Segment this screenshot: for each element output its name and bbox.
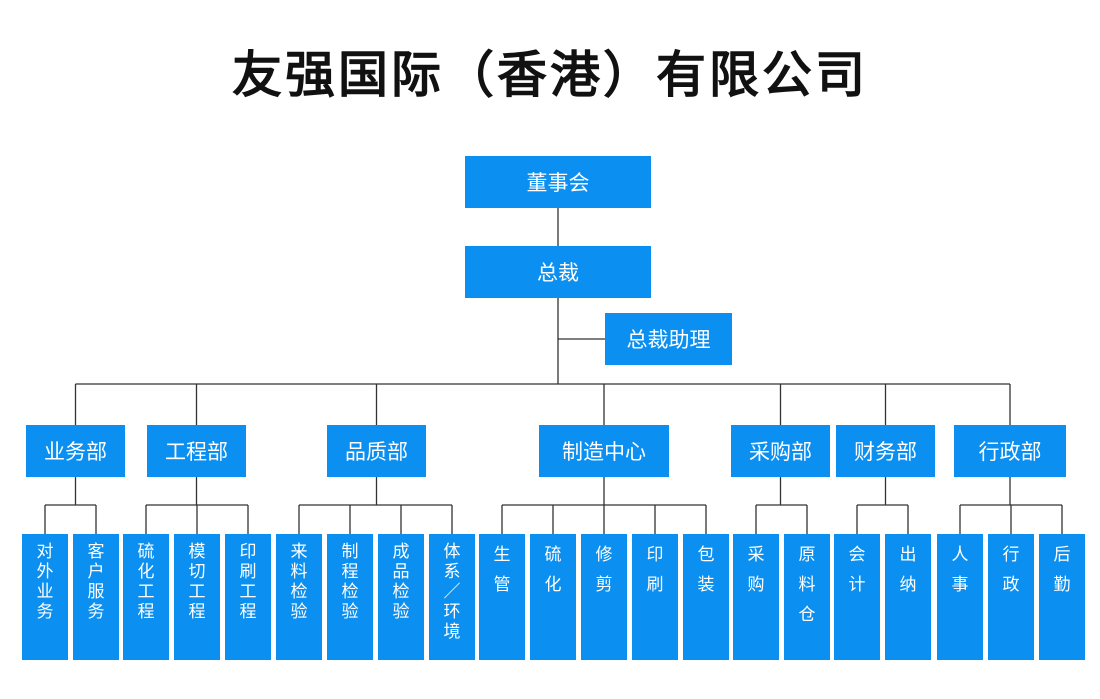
unit-char: 程 — [137, 602, 155, 622]
president-box: 总裁 — [465, 246, 651, 298]
unit-char: 料 — [290, 562, 308, 582]
unit-box: 后勤 — [1039, 534, 1085, 660]
unit-char: 务 — [36, 602, 54, 622]
unit-char: 检 — [290, 582, 308, 602]
unit-box: 对外业务 — [22, 534, 68, 660]
unit-box: 采购 — [733, 534, 779, 660]
unit-char: 生 — [493, 545, 511, 565]
unit-char: 印 — [646, 545, 664, 565]
unit-char: 务 — [87, 602, 105, 622]
unit-box: 客户服务 — [73, 534, 119, 660]
unit-char: 行 — [1002, 545, 1020, 565]
unit-char: 勤 — [1053, 575, 1071, 595]
department-box: 行政部 — [954, 425, 1066, 477]
unit-char: 仓 — [798, 605, 816, 625]
unit-box: 修剪 — [581, 534, 627, 660]
unit-box: 体系／环境 — [429, 534, 475, 660]
unit-box: 成品检验 — [378, 534, 424, 660]
unit-box: 包装 — [683, 534, 729, 660]
unit-box: 生管 — [479, 534, 525, 660]
unit-char: 检 — [341, 582, 359, 602]
unit-char: 印 — [239, 542, 257, 562]
unit-char: 检 — [392, 582, 410, 602]
department-box: 工程部 — [147, 425, 246, 477]
unit-char: 验 — [392, 602, 410, 622]
unit-char: 修 — [595, 545, 613, 565]
unit-char: 客 — [87, 542, 105, 562]
unit-box: 出纳 — [885, 534, 931, 660]
department-box: 采购部 — [731, 425, 830, 477]
unit-char: 工 — [137, 582, 155, 602]
department-box: 制造中心 — [539, 425, 669, 477]
unit-char: 后 — [1053, 545, 1071, 565]
unit-char: 硫 — [544, 545, 562, 565]
unit-char: 对 — [36, 542, 54, 562]
unit-box: 制程检验 — [327, 534, 373, 660]
unit-char: 采 — [747, 545, 765, 565]
unit-char: ／ — [443, 582, 461, 602]
unit-char: 程 — [341, 562, 359, 582]
unit-char: 刷 — [239, 562, 257, 582]
unit-char: 管 — [493, 575, 511, 595]
unit-char: 化 — [137, 562, 155, 582]
department-box: 品质部 — [327, 425, 426, 477]
unit-char: 刷 — [646, 575, 664, 595]
unit-char: 验 — [341, 602, 359, 622]
unit-char: 服 — [87, 582, 105, 602]
unit-box: 原料仓 — [784, 534, 830, 660]
unit-char: 外 — [36, 562, 54, 582]
department-box: 财务部 — [836, 425, 935, 477]
unit-char: 会 — [848, 545, 866, 565]
board-box: 董事会 — [465, 156, 651, 208]
unit-box: 模切工程 — [174, 534, 220, 660]
unit-char: 计 — [848, 575, 866, 595]
unit-box: 人事 — [937, 534, 983, 660]
unit-char: 出 — [899, 545, 917, 565]
unit-char: 验 — [290, 602, 308, 622]
unit-char: 纳 — [899, 575, 917, 595]
unit-char: 政 — [1002, 575, 1020, 595]
department-box: 业务部 — [26, 425, 125, 477]
unit-char: 程 — [188, 602, 206, 622]
unit-char: 制 — [341, 542, 359, 562]
unit-char: 体 — [443, 542, 461, 562]
unit-box: 会计 — [834, 534, 880, 660]
unit-box: 行政 — [988, 534, 1034, 660]
unit-char: 户 — [87, 562, 105, 582]
unit-char: 工 — [239, 582, 257, 602]
unit-char: 包 — [697, 545, 715, 565]
unit-char: 品 — [392, 562, 410, 582]
unit-char: 环 — [443, 602, 461, 622]
unit-char: 来 — [290, 542, 308, 562]
unit-char: 剪 — [595, 575, 613, 595]
unit-char: 硫 — [137, 542, 155, 562]
unit-box: 印刷工程 — [225, 534, 271, 660]
unit-char: 成 — [392, 542, 410, 562]
unit-char: 购 — [747, 575, 765, 595]
unit-char: 人 — [951, 545, 969, 565]
unit-char: 装 — [697, 575, 715, 595]
unit-box: 硫化 — [530, 534, 576, 660]
unit-char: 模 — [188, 542, 206, 562]
unit-char: 工 — [188, 582, 206, 602]
page-title: 友强国际（香港）有限公司 — [232, 46, 868, 104]
unit-char: 化 — [544, 575, 562, 595]
unit-box: 来料检验 — [276, 534, 322, 660]
unit-char: 原 — [798, 545, 816, 565]
unit-char: 业 — [36, 582, 54, 602]
unit-box: 硫化工程 — [123, 534, 169, 660]
unit-char: 境 — [443, 622, 461, 642]
unit-char: 切 — [188, 562, 206, 582]
unit-char: 料 — [798, 575, 816, 595]
unit-char: 事 — [951, 575, 969, 595]
unit-char: 程 — [239, 602, 257, 622]
assistant-box: 总裁助理 — [605, 313, 732, 365]
unit-char: 系 — [443, 562, 461, 582]
unit-box: 印刷 — [632, 534, 678, 660]
